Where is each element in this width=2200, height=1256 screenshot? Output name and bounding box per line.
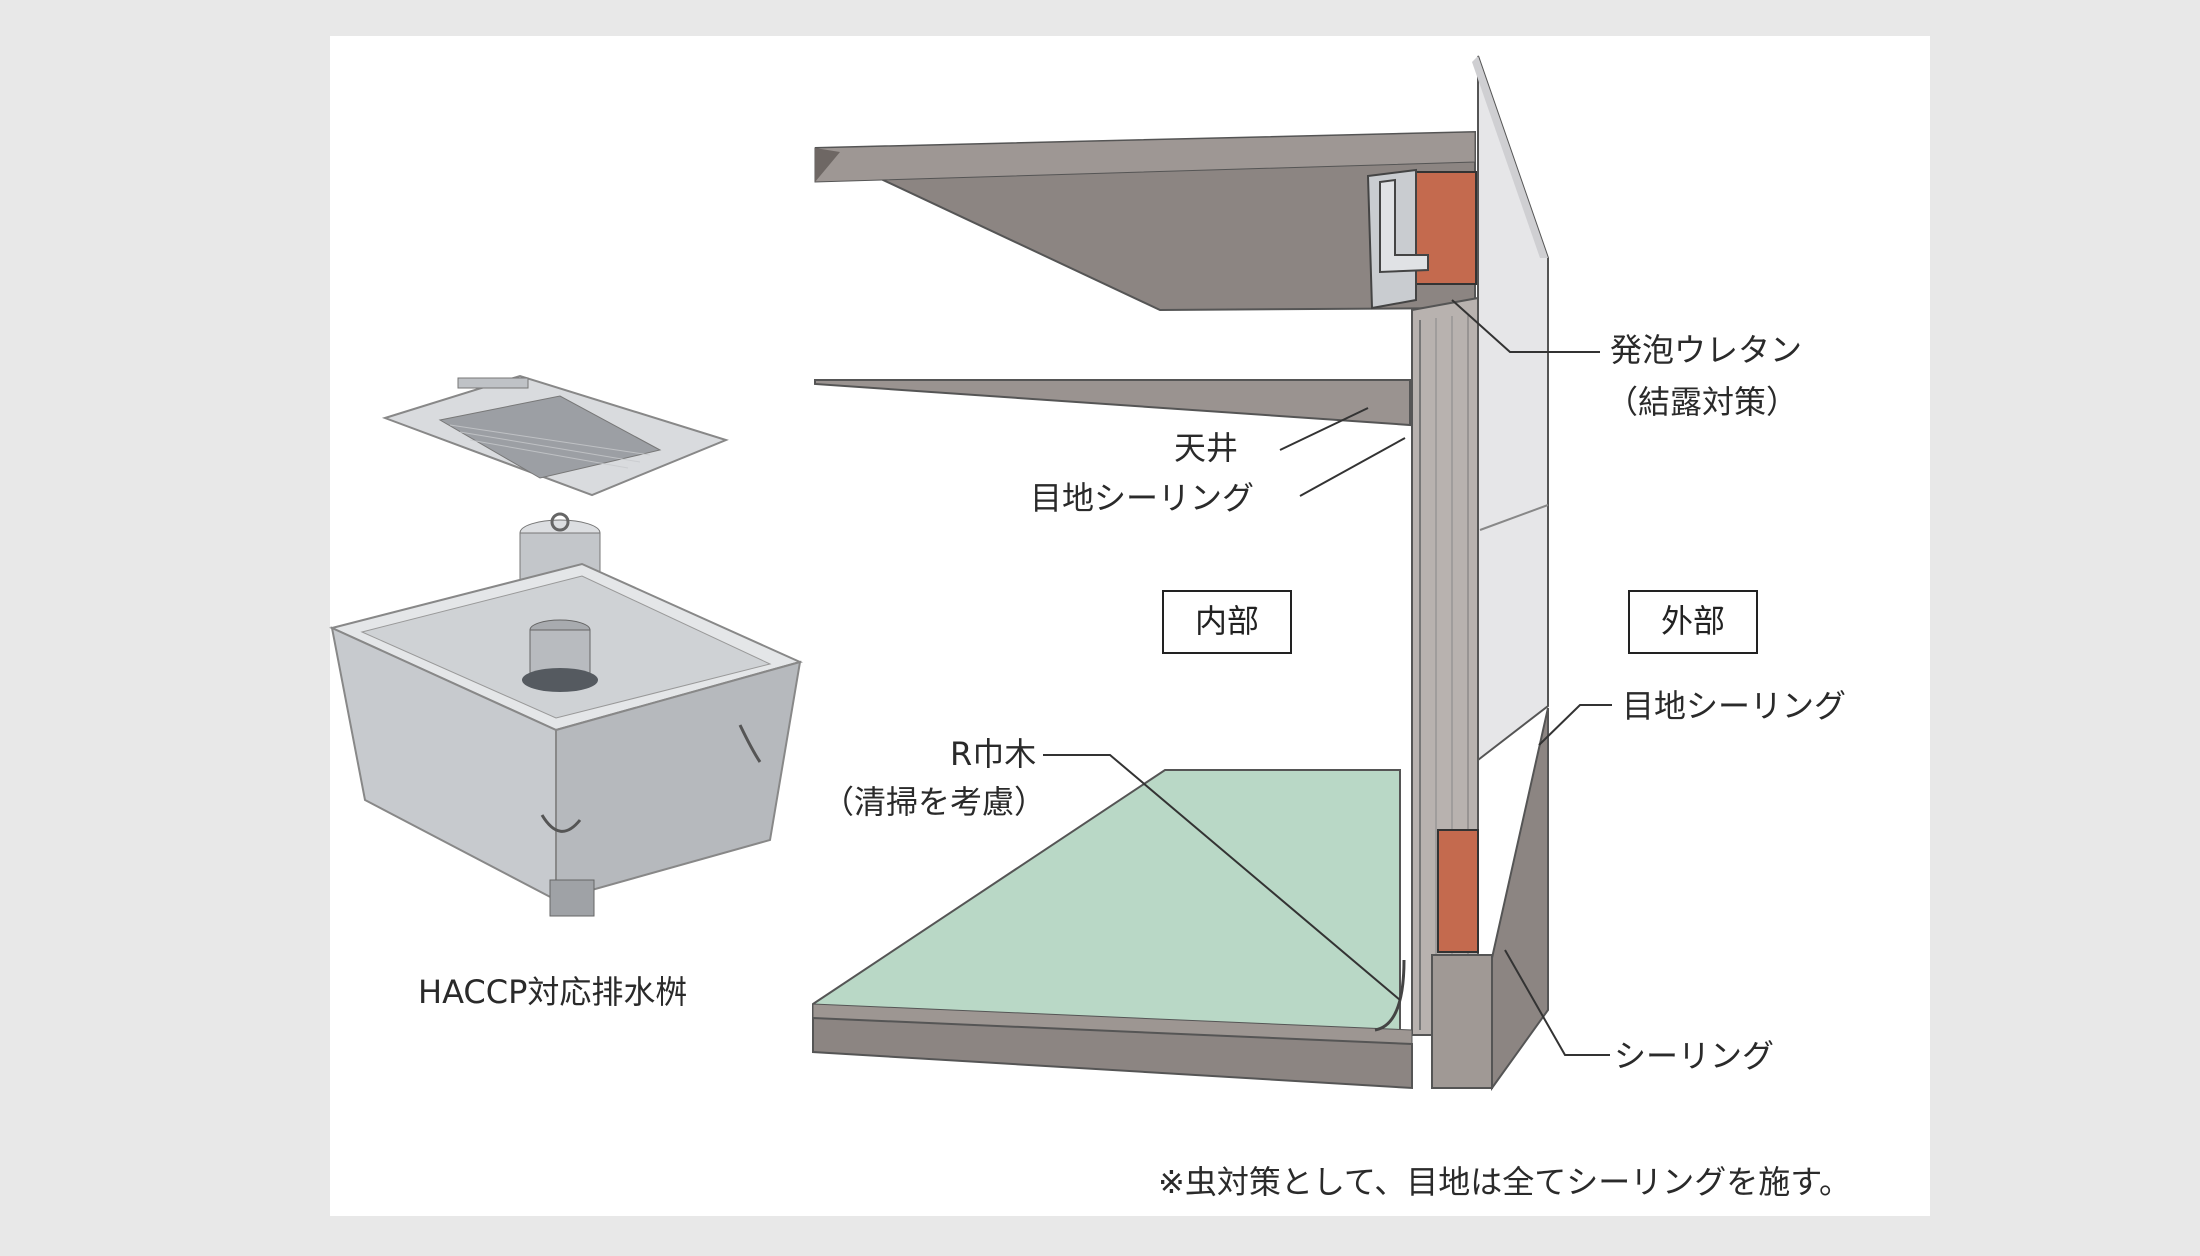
label-sealing: シーリング	[1614, 1037, 1775, 1075]
label-foam-urethane: 発泡ウレタン	[1610, 331, 1803, 369]
label-r-baseboard: R巾木	[950, 735, 1037, 773]
label-outside: 外部	[1628, 590, 1758, 654]
floor-slab	[812, 1016, 1413, 1090]
label-joint-sealing-inner: 目地シーリング	[1030, 479, 1255, 517]
label-r-baseboard-note: （清掃を考慮）	[822, 783, 1047, 821]
ceiling-panel	[814, 379, 1411, 427]
label-foam-note: （結露対策）	[1606, 383, 1799, 421]
label-inside: 内部	[1162, 590, 1292, 654]
section-diagram	[812, 55, 1549, 1092]
label-footnote: ※虫対策として、目地は全てシーリングを施す。	[1158, 1163, 1852, 1201]
label-joint-sealing-outer: 目地シーリング	[1622, 687, 1847, 725]
leader-lines	[1043, 299, 1612, 1056]
drain-illustration	[329, 374, 803, 917]
label-ceiling: 天井	[1174, 429, 1239, 467]
label-drain-caption: HACCP対応排水桝	[418, 973, 688, 1011]
urethane-bottom	[1437, 829, 1479, 953]
